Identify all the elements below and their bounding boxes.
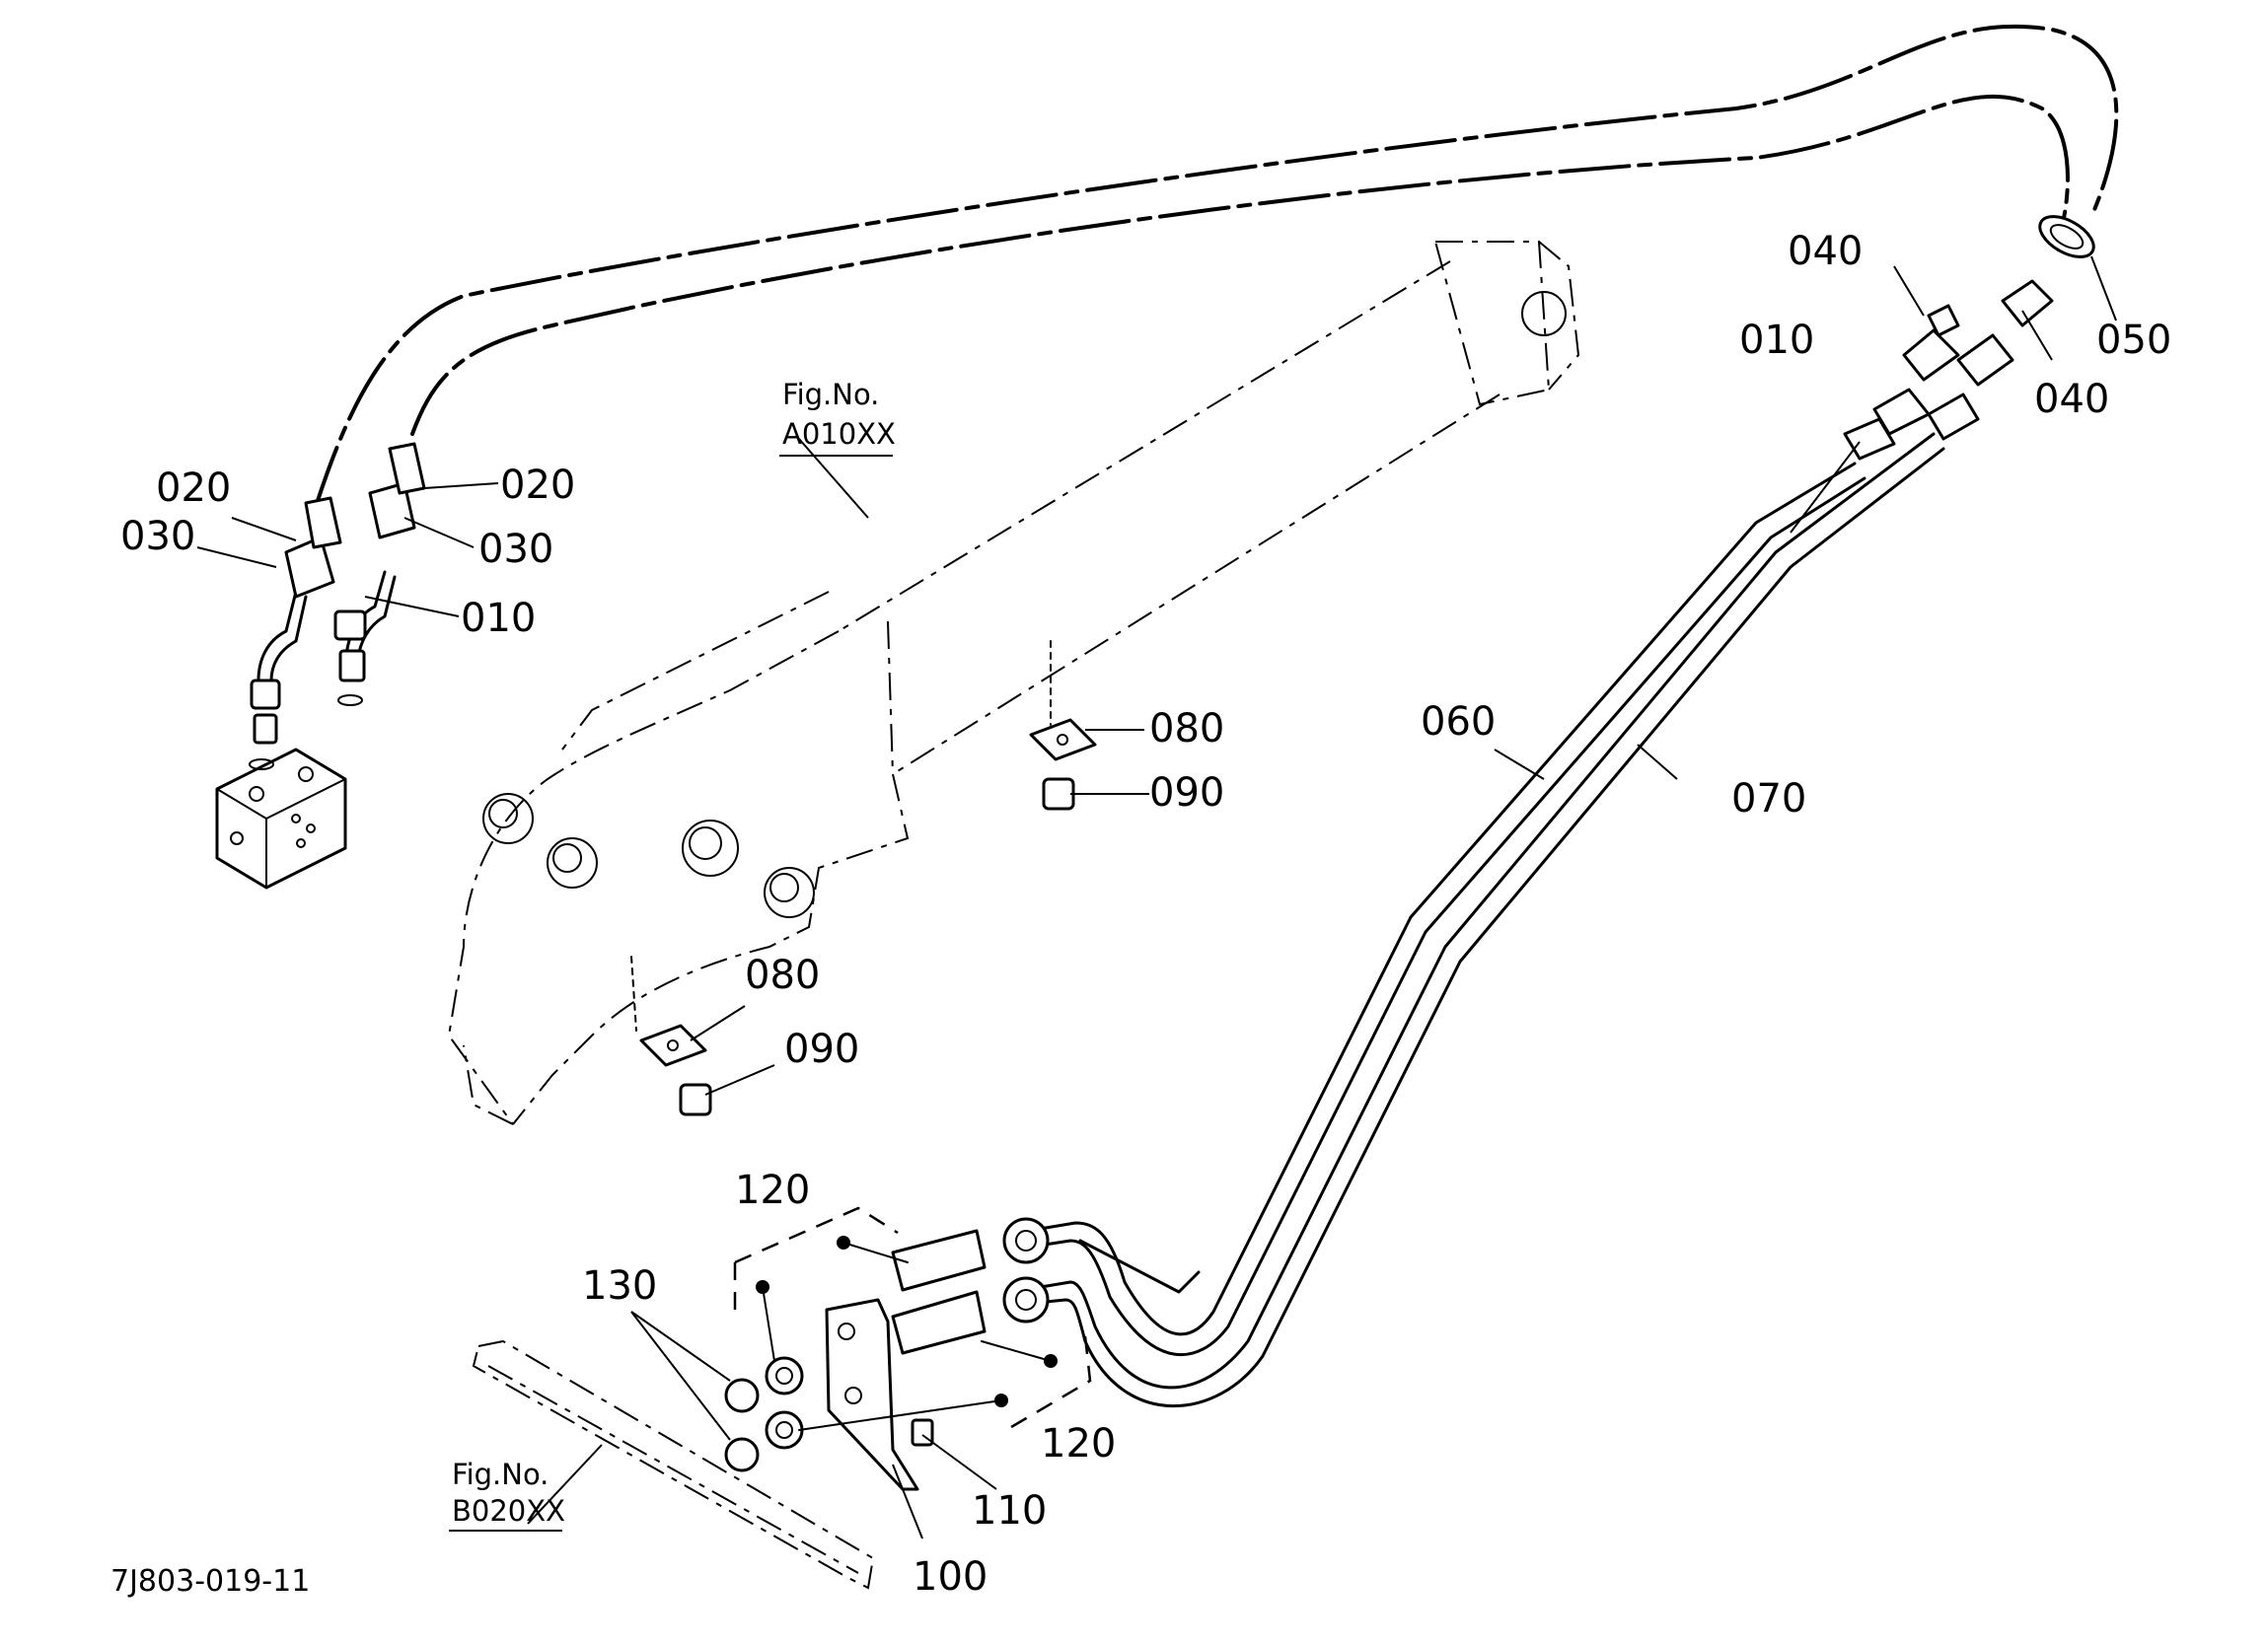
valve-block-icon (215, 748, 347, 890)
pivot-boss-1 (482, 793, 534, 844)
label-060: 060 (1421, 699, 1496, 745)
pivot-boss-3 (682, 820, 739, 877)
hose-outer (312, 24, 2119, 515)
threaded-tube-1 (891, 1229, 987, 1292)
fig-ref-lower-line1: Fig.No. (452, 1458, 549, 1491)
label-130: 130 (582, 1263, 657, 1309)
pivot-boss-2 (547, 837, 598, 889)
label-010-right: 010 (1739, 318, 1814, 363)
label-120-bottom: 120 (1041, 1421, 1116, 1467)
boom-outline-icon (447, 241, 1580, 1125)
threaded-tube-2 (891, 1290, 987, 1355)
label-110: 110 (972, 1488, 1047, 1534)
group-box-120-a (734, 1206, 899, 1264)
label-080-left: 080 (745, 953, 820, 998)
label-040-top: 040 (1788, 229, 1863, 274)
plates-nuts (630, 640, 1097, 1116)
label-020-right: 020 (500, 463, 575, 508)
label-010-left: 010 (461, 596, 536, 641)
label-090-left: 090 (784, 1027, 859, 1072)
fig-ref-lower-line2: B020XX (452, 1494, 565, 1528)
pipe-icon (1014, 432, 1945, 1408)
right-fittings (1843, 215, 2095, 461)
drawing-code: 7J803-019-11 (110, 1564, 310, 1599)
left-fittings (249, 442, 426, 770)
label-030-left: 030 (120, 514, 195, 559)
label-040-bottom: 040 (2034, 377, 2109, 422)
label-050: 050 (2096, 318, 2171, 363)
label-070: 070 (1731, 776, 1806, 822)
clamp-050 (2038, 215, 2095, 258)
label-120-top: 120 (735, 1168, 810, 1213)
group-box-120-b (1005, 1335, 1092, 1432)
fig-ref-lower: Fig.No. B020XX (449, 1458, 565, 1532)
fig-ref-upper-line1: Fig.No. (782, 378, 879, 411)
rail-outline (472, 1339, 875, 1590)
label-020-left: 020 (156, 465, 231, 511)
leader-lines (196, 255, 2117, 1539)
part-labels: 020 030 020 030 010 040 010 050 040 060 … (120, 229, 2171, 1600)
fig-ref-upper: Fig.No. A010XX (779, 378, 896, 457)
label-030-right: 030 (478, 527, 553, 572)
boom-pin-hole (1521, 291, 1567, 336)
hose-inner (410, 94, 2070, 436)
label-090-right: 090 (1149, 770, 1224, 816)
fig-ref-upper-line2: A010XX (782, 417, 896, 451)
bracket-assembly (724, 1217, 1058, 1491)
label-100: 100 (913, 1554, 988, 1600)
hydraulic-hose-icon (312, 24, 2119, 515)
pivot-boss-4 (764, 867, 815, 918)
label-080-right: 080 (1149, 706, 1224, 751)
